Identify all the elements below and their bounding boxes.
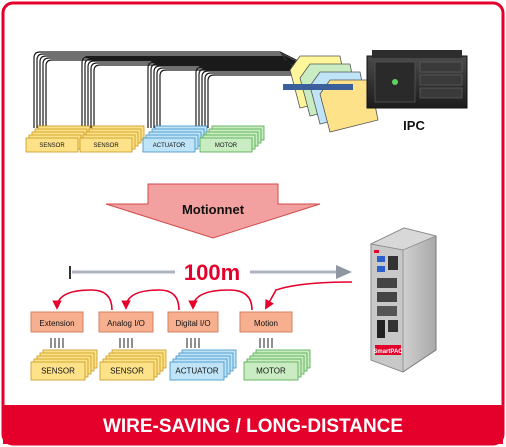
device-card	[30, 361, 86, 381]
distance-arrowhead	[336, 265, 352, 279]
module-row: Extension Analog I/O Digital I/O Motion	[30, 311, 293, 348]
banner-text: WIRE-SAVING / LONG-DISTANCE	[103, 416, 403, 437]
device-group: SENSOR	[30, 349, 98, 381]
motionnet-label: Motionnet	[182, 202, 245, 217]
module-label: Motion	[254, 319, 278, 328]
ipc-computer	[366, 50, 468, 109]
io-card	[319, 79, 379, 133]
wire	[87, 60, 309, 128]
device-group: SENSOR	[99, 349, 167, 381]
wire	[153, 65, 315, 128]
device-label: ACTUATOR	[153, 143, 186, 149]
device-card	[243, 361, 299, 381]
wire	[36, 53, 302, 128]
top-device-groups: SENSOR SENSOR ACTUATOR MOTOR	[25, 125, 265, 153]
wire	[201, 70, 321, 128]
module-label: Extension	[39, 319, 74, 328]
device-label: SENSOR	[93, 143, 119, 149]
bottom-device-groups: SENSOR SENSOR ACTUATOR MOTOR	[30, 349, 311, 381]
wire	[156, 67, 316, 128]
device-label: MOTOR	[256, 367, 286, 376]
device-group: MOTOR	[243, 349, 311, 381]
wire	[33, 51, 301, 128]
wire	[42, 57, 304, 128]
device-group: SENSOR	[79, 125, 145, 153]
wire-bundle	[33, 51, 323, 128]
wire	[195, 66, 319, 128]
motionnet-chain	[52, 281, 353, 311]
chain-arrow	[188, 289, 253, 311]
chain-arrow	[52, 289, 113, 311]
device-group: MOTOR	[199, 125, 265, 153]
device-label: SENSOR	[110, 367, 144, 376]
module-box	[239, 311, 293, 333]
motionnet-arrow	[105, 183, 321, 239]
device-group: SENSOR	[25, 125, 91, 153]
io-card-stack	[283, 55, 379, 133]
ipc-label: IPC	[403, 118, 425, 133]
device-group: ACTUATOR	[169, 349, 237, 381]
smartpac-device	[369, 227, 438, 373]
wire	[147, 61, 313, 128]
device-label: SENSOR	[39, 143, 65, 149]
wire	[207, 74, 323, 128]
wire	[204, 72, 322, 128]
wire	[93, 64, 311, 128]
card-rail	[283, 84, 353, 90]
device-brand: SmartPAC	[373, 349, 403, 355]
wire	[198, 68, 320, 128]
wire	[159, 69, 317, 128]
device-group: ACTUATOR	[142, 125, 208, 153]
chain-arrow	[265, 281, 353, 310]
device-card	[99, 361, 155, 381]
wire	[39, 55, 303, 128]
device-card	[199, 137, 253, 153]
bottom-banner	[3, 405, 503, 444]
module-label: Analog I/O	[107, 319, 145, 328]
device-label: MOTOR	[215, 143, 238, 149]
device-card	[79, 137, 133, 153]
device-card	[142, 137, 196, 153]
wire	[84, 58, 308, 128]
module-box	[167, 311, 219, 333]
device-label: ACTUATOR	[175, 367, 218, 376]
module-label: Digital I/O	[175, 319, 210, 328]
wire	[90, 62, 310, 128]
module-box	[30, 311, 84, 333]
wire	[150, 63, 314, 128]
device-label: SENSOR	[41, 367, 75, 376]
distance-label: 100m	[184, 260, 240, 285]
device-card	[25, 137, 79, 153]
chain-arrow	[121, 289, 180, 311]
module-box	[98, 311, 154, 333]
wire	[45, 59, 305, 128]
device-card	[169, 361, 225, 381]
wire	[81, 56, 307, 128]
